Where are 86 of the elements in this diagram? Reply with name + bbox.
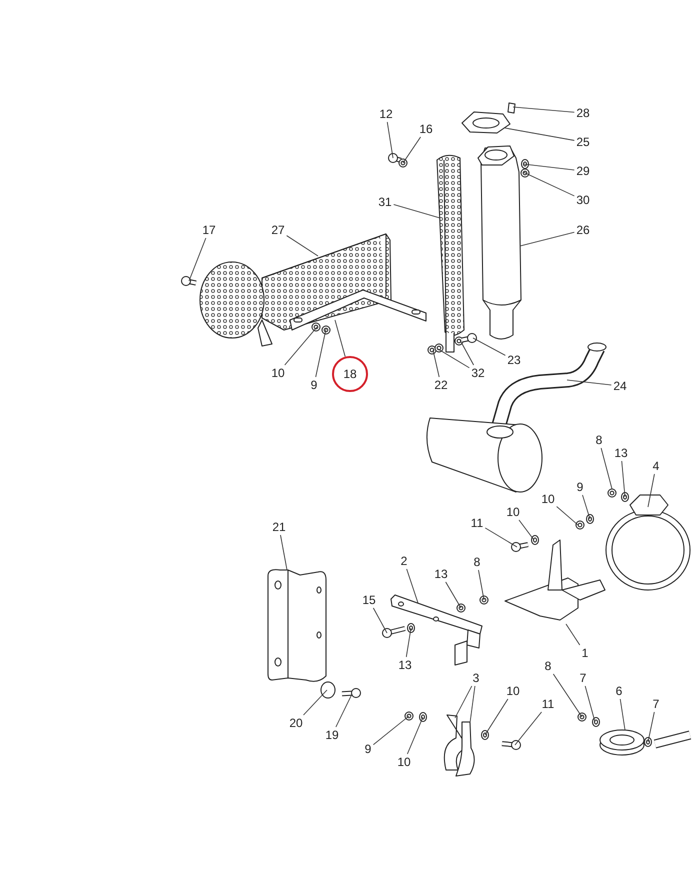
leader-line bbox=[460, 340, 474, 366]
callout-number: 25 bbox=[575, 135, 591, 149]
callout-number: 4 bbox=[652, 459, 660, 473]
callout-number: 15 bbox=[361, 593, 377, 607]
callout-number: 7 bbox=[652, 697, 660, 711]
leader-line bbox=[372, 716, 410, 746]
leader-line bbox=[514, 712, 542, 746]
callout-number: 9 bbox=[310, 378, 318, 392]
leader-line bbox=[600, 448, 612, 490]
callout-number: 12 bbox=[378, 107, 394, 121]
leader-line bbox=[620, 698, 626, 730]
leader-line bbox=[454, 686, 472, 718]
leader-line bbox=[582, 494, 590, 520]
leader-line bbox=[445, 582, 462, 608]
callout-number: 19 bbox=[324, 728, 340, 742]
leader-line bbox=[402, 136, 421, 164]
leader-line bbox=[552, 674, 582, 718]
callout-number: 10 bbox=[505, 505, 521, 519]
callout-number: 10 bbox=[270, 366, 286, 380]
callout-number: 1 bbox=[580, 646, 590, 660]
callout-number: 9 bbox=[364, 742, 372, 756]
callout-number: 3 bbox=[472, 671, 480, 685]
callout-number: 6 bbox=[614, 684, 624, 698]
leader-line bbox=[621, 460, 626, 498]
leader-line bbox=[280, 534, 288, 570]
callout-number: 11 bbox=[540, 697, 556, 711]
callout-number: 22 bbox=[433, 378, 449, 392]
leader-line bbox=[188, 238, 206, 282]
leader-line bbox=[522, 164, 575, 170]
callout-number: 32 bbox=[470, 366, 486, 380]
leader-line bbox=[315, 328, 326, 378]
callout-number: 17 bbox=[201, 223, 217, 237]
leader-line bbox=[512, 106, 575, 113]
leader-line bbox=[406, 628, 412, 658]
callout-number: 13 bbox=[613, 446, 629, 460]
leader-line bbox=[484, 528, 518, 548]
leader-line bbox=[472, 338, 506, 356]
leader-line bbox=[522, 172, 575, 196]
leader-line bbox=[303, 690, 328, 716]
leader-line bbox=[648, 712, 655, 742]
leader-line bbox=[432, 350, 440, 378]
leader-line bbox=[386, 122, 394, 158]
leader-line bbox=[556, 506, 578, 526]
leader-line bbox=[566, 624, 580, 646]
callout-number: 27 bbox=[270, 223, 286, 237]
callout-number: 13 bbox=[433, 567, 449, 581]
callout-number: 29 bbox=[575, 164, 591, 178]
leader-line bbox=[406, 568, 418, 604]
leader-line bbox=[334, 320, 346, 358]
leader-line bbox=[286, 235, 318, 256]
callout-number: 10 bbox=[505, 684, 521, 698]
leader-line bbox=[566, 380, 612, 386]
callout-number: 26 bbox=[575, 223, 591, 237]
leader-line bbox=[406, 716, 424, 754]
callout-number: 30 bbox=[575, 193, 591, 207]
leader-line bbox=[648, 474, 655, 508]
callout-number: 8 bbox=[472, 555, 482, 569]
callout-number: 24 bbox=[612, 379, 628, 393]
leader-line bbox=[372, 608, 388, 634]
callout-number: 13 bbox=[397, 658, 413, 672]
callout-number: 21 bbox=[271, 520, 287, 534]
leader-line bbox=[393, 204, 440, 218]
leader-line bbox=[518, 520, 534, 540]
highlighted-callout-number: 18 bbox=[332, 356, 368, 392]
callout-number: 7 bbox=[578, 671, 588, 685]
callout-number: 10 bbox=[540, 492, 556, 506]
callout-number: 8 bbox=[594, 433, 604, 447]
callout-number: 28 bbox=[575, 106, 591, 120]
leader-line bbox=[284, 326, 318, 366]
leader-line bbox=[336, 694, 352, 728]
leader-line bbox=[504, 128, 575, 141]
callout-number: 8 bbox=[544, 659, 552, 673]
leader-line bbox=[438, 348, 470, 368]
callout-number: 11 bbox=[470, 516, 484, 530]
callout-number: 10 bbox=[396, 755, 412, 769]
callout-number: 9 bbox=[576, 480, 584, 494]
leader-line bbox=[484, 698, 508, 736]
callout-number: 23 bbox=[506, 353, 522, 367]
leader-line bbox=[478, 570, 484, 600]
callout-number: 16 bbox=[418, 122, 434, 136]
leader-line bbox=[584, 686, 596, 722]
callout-number: 31 bbox=[377, 195, 393, 209]
leader-line bbox=[470, 686, 476, 724]
callout-number: 2 bbox=[400, 554, 408, 568]
leader-line bbox=[520, 232, 575, 246]
callout-number: 20 bbox=[288, 716, 304, 730]
